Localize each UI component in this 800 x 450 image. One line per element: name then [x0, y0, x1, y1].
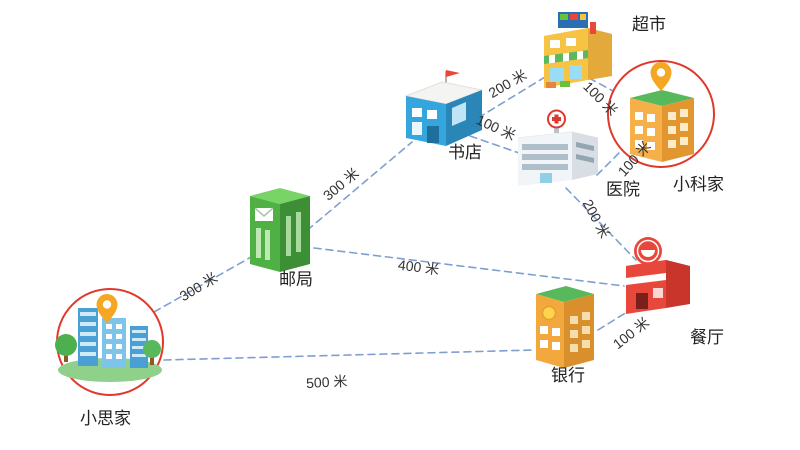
edge-label-bookstore-supermarket: 200 米: [486, 66, 530, 100]
location-pin-icon: [650, 62, 672, 91]
building-post-office: [250, 188, 310, 272]
building-xiaosi-home: [55, 308, 162, 382]
node-label-xiaoke-home: 小科家: [673, 175, 724, 194]
tree-icon: [143, 340, 161, 358]
edge-supermarket-xiaoke-home: [588, 77, 614, 92]
node-label-hospital: 医院: [606, 180, 640, 199]
edge-label-xiaosi-home-bank: 500 米: [306, 373, 348, 391]
node-label-xiaosi-home: 小思家: [80, 409, 131, 428]
edge-label-bank-restaurant: 100 米: [610, 314, 652, 352]
building-supermarket: [544, 12, 612, 88]
node-label-bank: 银行: [551, 366, 585, 385]
edge-hospital-restaurant: [565, 187, 637, 261]
edge-bookstore-supermarket: [477, 73, 551, 119]
coin-icon: [541, 305, 557, 321]
building-bank: [536, 286, 594, 368]
edge-hospital-xiaoke-home: [596, 149, 623, 176]
flag-icon: [446, 70, 460, 77]
edge-xiaosi-home-bank: [163, 349, 535, 361]
building-bookstore: [404, 70, 484, 146]
edge-label-xiaosi-home-post-office: 300 米: [177, 269, 221, 304]
edge-label-bookstore-hospital: 100 米: [474, 112, 518, 144]
edge-post-office-bookstore: [297, 141, 413, 239]
node-label-post-office: 邮局: [279, 270, 313, 289]
edge-post-office-restaurant: [313, 247, 625, 287]
edge-label-hospital-restaurant: 200 米: [580, 197, 613, 241]
highlight-circle-xiaoke-home: [607, 60, 715, 168]
edge-label-post-office-restaurant: 400 米: [397, 257, 440, 278]
node-label-restaurant: 餐厅: [690, 328, 724, 347]
building-restaurant: [626, 237, 690, 314]
building-hospital: [517, 109, 599, 186]
tree-icon: [55, 334, 77, 356]
edge-xiaosi-home-post-office: [153, 251, 261, 313]
building-xiaoke-home: [630, 90, 694, 162]
location-pin-icon: [96, 294, 118, 323]
edge-label-post-office-bookstore: 300 米: [320, 165, 362, 204]
node-label-supermarket: 超市: [632, 15, 666, 34]
node-label-bookstore: 书店: [448, 143, 482, 162]
edge-bookstore-hospital: [469, 135, 523, 155]
